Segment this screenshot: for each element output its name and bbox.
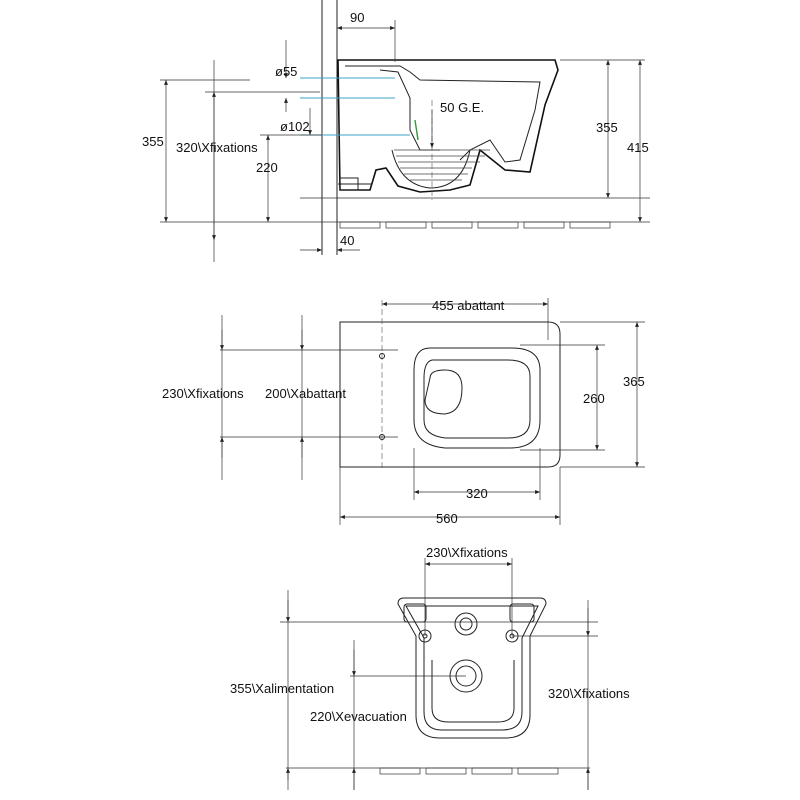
- dim-365-label: 365: [623, 374, 645, 389]
- dim-right-355-label: 355: [596, 120, 618, 135]
- dim-outlet-label: ø102: [280, 119, 310, 134]
- dim-90-label: 90: [350, 10, 364, 25]
- floor-blocks: [339, 221, 611, 229]
- dim-right-415-label: 415: [627, 140, 649, 155]
- dim-220-label: 220: [256, 160, 278, 175]
- rear-outline: [397, 597, 547, 739]
- rear-skirt: [431, 660, 515, 723]
- drain-label: 50 G.E.: [440, 100, 484, 115]
- rear-slot-right: [509, 603, 535, 623]
- dim-seat-200-label: 200\Xabattant: [265, 386, 346, 401]
- dim-320-top-label: 320: [466, 486, 488, 501]
- rear-view: 230\Xfixations 355\Xalimentation 220\Xev…: [230, 545, 630, 790]
- rear-dim-fixings-label: 320\Xfixations: [548, 686, 630, 701]
- green-mark: [414, 119, 419, 141]
- top-bowl-inner: [423, 359, 531, 439]
- top-bowl-outer: [413, 347, 541, 449]
- rear-dim-230-label: 230\Xfixations: [426, 545, 508, 560]
- bowl-inner-rim: [345, 65, 541, 163]
- fixing-hole-top: [379, 353, 385, 359]
- dim-355-label: 355: [142, 134, 164, 149]
- bowl-outline: [337, 59, 559, 193]
- rear-inner: [405, 605, 539, 731]
- top-view: 455 abattant 230\Xfixations 200\Xabattan…: [162, 298, 645, 526]
- top-outline: [339, 321, 561, 468]
- dim-inlet-label: ø55: [275, 64, 297, 79]
- rear-dim-drain-label: 220\Xevacuation: [310, 709, 407, 724]
- rear-floor-blocks: [379, 767, 559, 775]
- dim-fixings-230-label: 230\Xfixations: [162, 386, 244, 401]
- dim-fixings-label: 320\Xfixations: [176, 140, 258, 155]
- dim-260-label: 260: [583, 391, 605, 406]
- dim-560-label: 560: [436, 511, 458, 526]
- supply-hole-outer: [454, 612, 478, 636]
- bowl-trapway: [379, 69, 440, 151]
- dim-455-label: 455 abattant: [432, 298, 505, 313]
- rear-dim-supply-label: 355\Xalimentation: [230, 681, 334, 696]
- water-surface: [394, 149, 490, 181]
- supply-hole-inner: [459, 617, 473, 631]
- dim-40-label: 40: [340, 233, 354, 248]
- top-bowl-opening: [424, 369, 463, 415]
- rear-slot-left: [403, 603, 427, 623]
- side-view: 90 ø55 ø102 355 320\Xfixations 220 40 50…: [142, 0, 650, 262]
